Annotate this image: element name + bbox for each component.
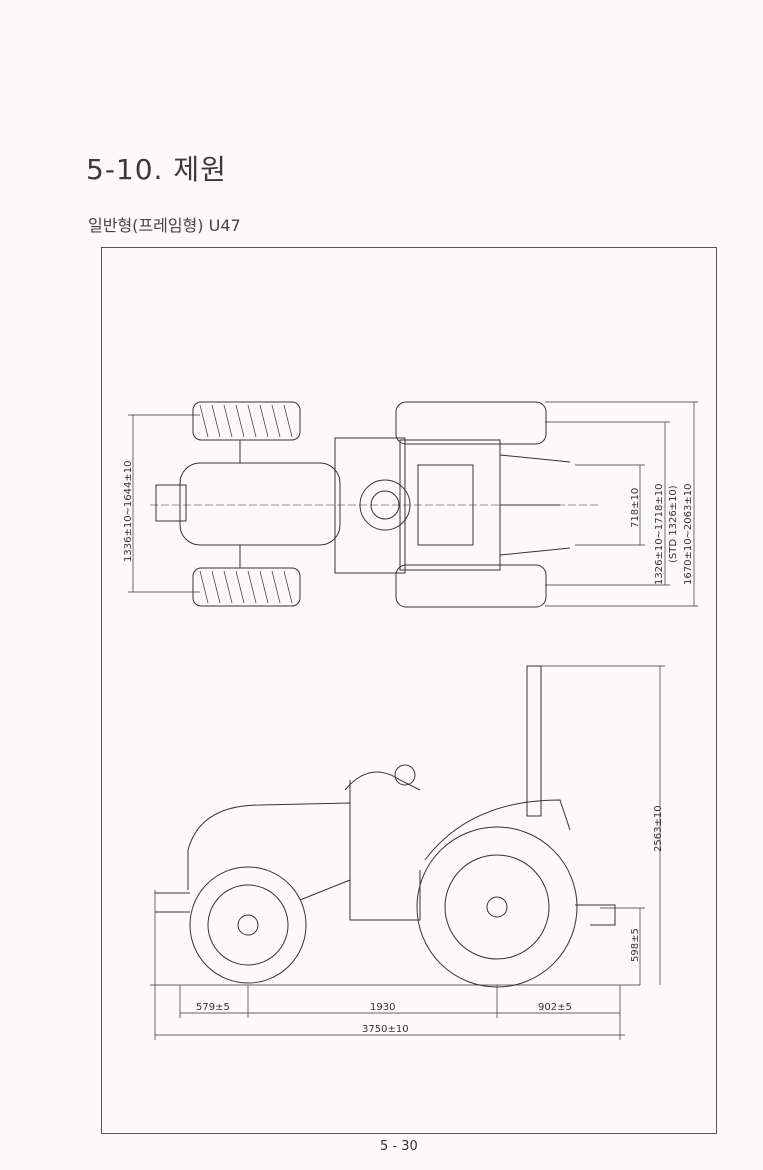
page-number: 5 - 30 (380, 1139, 418, 1154)
section-title: 5-10. 제원 (86, 153, 227, 186)
dim-wheelbase: 1930 (370, 1002, 395, 1013)
dim-rear-overhang: 902±5 (538, 1002, 572, 1013)
dim-overall-length: 3750±10 (362, 1024, 409, 1035)
dim-hitch-height: 598±5 (630, 928, 641, 962)
model-subtitle: 일반형(프레임형) U47 (88, 216, 241, 235)
dim-rear-tread-std: (STD 1326±10) (668, 485, 679, 563)
top-view-tractor (150, 401, 600, 608)
side-view-dimensions (154, 665, 665, 1040)
dim-rear-tread: 1326±10~1718±10 (654, 484, 665, 585)
dim-overall-height: 2563±10 (653, 805, 664, 852)
dim-hitch-width: 718±10 (630, 488, 641, 528)
side-view-tractor (150, 665, 640, 988)
dim-front-tread: 1336±10~1644±10 (123, 461, 134, 562)
dim-overall-width: 1670±10~2063±10 (683, 484, 694, 585)
top-view-dimensions (128, 401, 698, 607)
dim-front-overhang: 579±5 (196, 1002, 230, 1013)
drawing-frame (101, 247, 717, 1134)
